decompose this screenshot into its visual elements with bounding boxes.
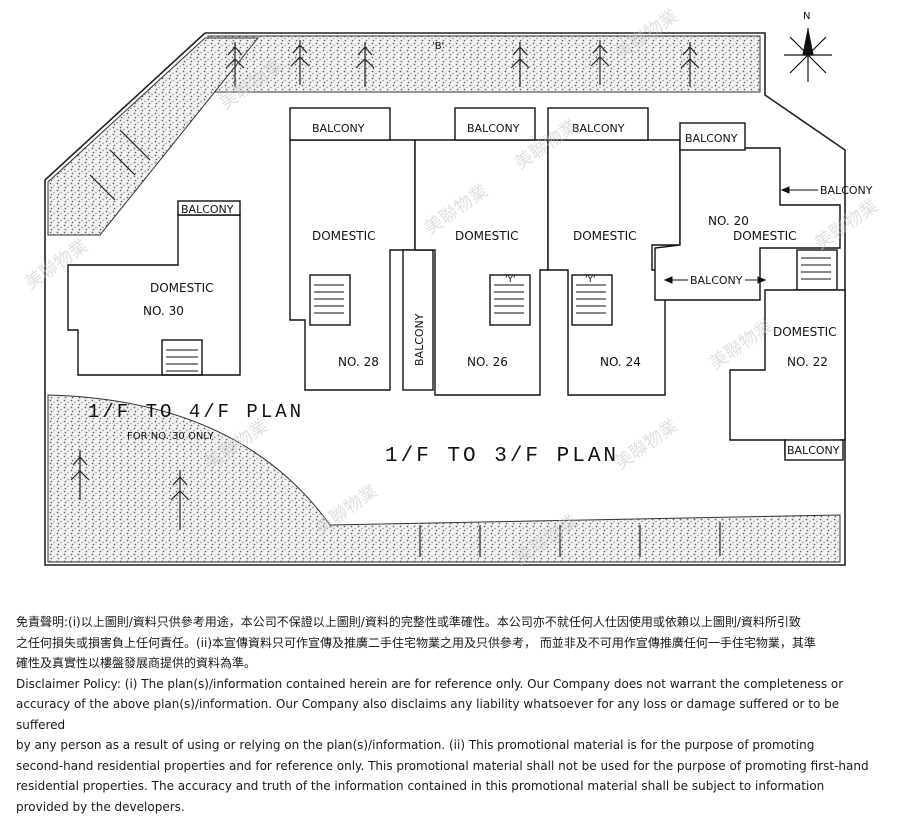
- no30-domestic-label: DOMESTIC: [150, 281, 214, 295]
- disclaimer-en-line-2: accuracy of the above plan(s)/informatio…: [16, 694, 892, 735]
- disclaimer-zh-line-2: 之任何損失或損害負上任何責任。(ii)本宣傳資料只可作宣傳及推廣二手住宅物業之用…: [16, 633, 892, 654]
- left-plan-subtitle: FOR NO. 30 ONLY: [127, 431, 215, 442]
- no30-balcony-label: BALCONY: [181, 203, 234, 216]
- disclaimer-en-line-5: residential properties. The accuracy and…: [16, 776, 892, 797]
- no20-balcony-right-label: BALCONY: [820, 184, 873, 197]
- no20-balcony-top-label: BALCONY: [685, 132, 738, 145]
- floor-plan: 'B' N: [0, 0, 901, 600]
- no24-number-label: NO. 24: [600, 355, 641, 369]
- no24-domestic-label: DOMESTIC: [573, 229, 637, 243]
- no30-number-label: NO. 30: [143, 304, 184, 318]
- main-plan-title: 1/F TO 3/F PLAN: [385, 445, 619, 468]
- no26-domestic-label: DOMESTIC: [455, 229, 519, 243]
- unit-no30-outline: [68, 215, 240, 375]
- no22-domestic-label: DOMESTIC: [773, 325, 837, 339]
- unit-no20-stair: [797, 250, 837, 290]
- road-marker: 'B': [432, 41, 444, 52]
- no26-number-label: NO. 26: [467, 355, 508, 369]
- disclaimer-block: 免責聲明:(i)以上圖則/資料只供參考用途，本公司不保證以上圖則/資料的完整性或…: [16, 612, 892, 817]
- no26-stair-tag: 'Y': [505, 275, 515, 285]
- unit-no28-outline: [290, 140, 415, 390]
- north-arrow-icon: [784, 28, 832, 82]
- disclaimer-en-line-3: by any person as a result of using or re…: [16, 735, 892, 756]
- no20-balcony-mid-label: BALCONY: [690, 274, 743, 287]
- shared-balcony-label: BALCONY: [413, 313, 426, 366]
- compass-label: N: [803, 11, 810, 22]
- no28-balcony-label: BALCONY: [312, 122, 365, 135]
- no28-domestic-label: DOMESTIC: [312, 229, 376, 243]
- watermark-11: 美聯物業: [611, 416, 682, 474]
- left-plan-title: 1/F TO 4/F PLAN: [88, 401, 304, 423]
- no22-number-label: NO. 22: [787, 355, 828, 369]
- disclaimer-en-line-4: second-hand residential properties and f…: [16, 756, 892, 777]
- disclaimer-zh-line-1: 免責聲明:(i)以上圖則/資料只供參考用途，本公司不保證以上圖則/資料的完整性或…: [16, 612, 892, 633]
- unit-no22-outline: [730, 290, 845, 455]
- no26-balcony-label: BALCONY: [467, 122, 520, 135]
- no20-domestic-label: DOMESTIC: [733, 229, 797, 243]
- no22-balcony-label: BALCONY: [787, 444, 840, 457]
- disclaimer-en-line-1: Disclaimer Policy: (i) The plan(s)/infor…: [16, 674, 892, 695]
- disclaimer-zh-line-3: 確性及真實性以樓盤發展商提供的資料為準。: [16, 653, 892, 674]
- no28-number-label: NO. 28: [338, 355, 379, 369]
- no24-stair-tag: 'Y': [585, 275, 595, 285]
- no20-number-label: NO. 20: [708, 214, 749, 228]
